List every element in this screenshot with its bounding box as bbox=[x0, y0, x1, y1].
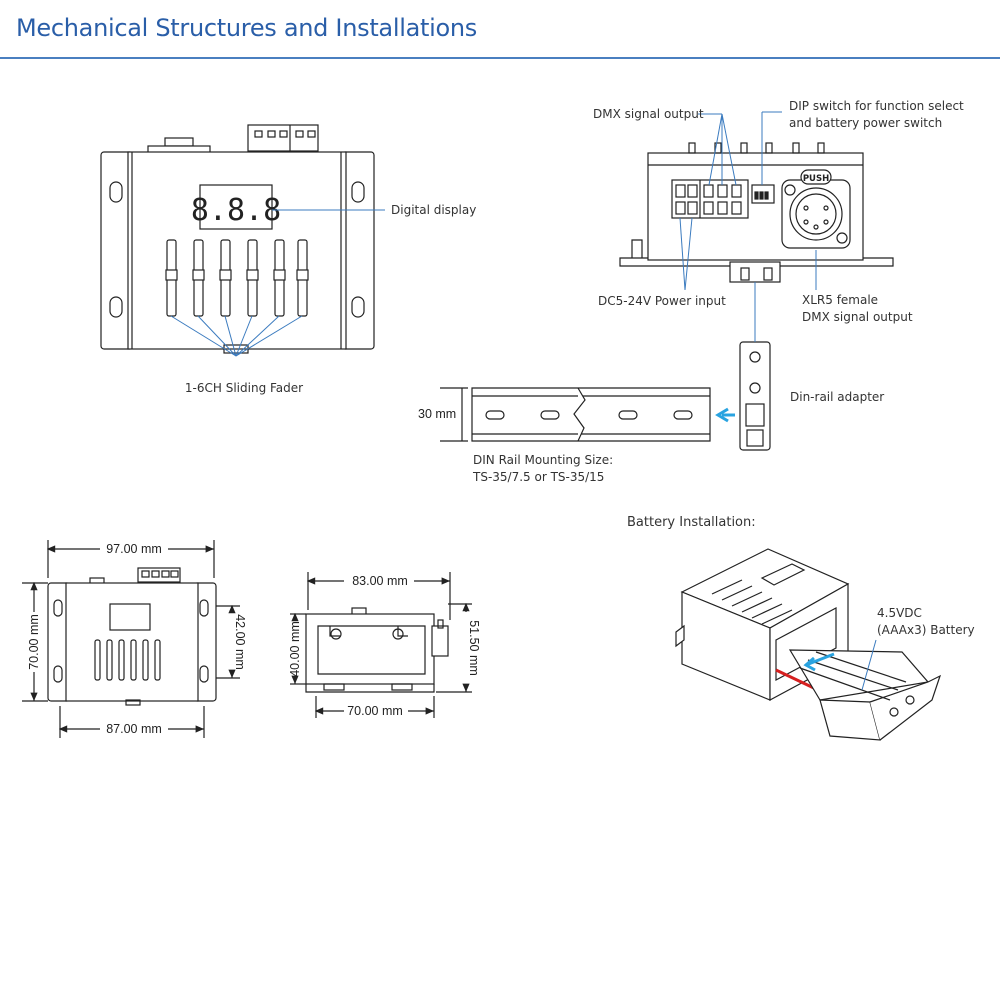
battery-callout-line bbox=[861, 639, 877, 691]
digital-display-label: Digital display bbox=[391, 203, 476, 217]
dip-switch-label-line1: DIP switch for function select bbox=[789, 99, 964, 113]
dip-switch-label-line2: and battery power switch bbox=[789, 116, 942, 130]
front-bottom-width: 87.00 mm bbox=[106, 722, 162, 736]
side-dimension-view bbox=[290, 572, 472, 718]
dmx-output-label: DMX signal output bbox=[593, 107, 704, 121]
rail-size-line1: DIN Rail Mounting Size: bbox=[473, 453, 613, 467]
title-divider bbox=[0, 57, 1000, 59]
insert-arrow-icon bbox=[715, 407, 735, 423]
rail-height-label: 30 mm bbox=[418, 407, 456, 421]
side-callouts bbox=[679, 111, 817, 342]
digital-display-digits: 8.8.8 bbox=[191, 193, 281, 228]
fader-label: 1-6CH Sliding Fader bbox=[185, 381, 303, 395]
page-title: Mechanical Structures and Installations bbox=[16, 14, 477, 42]
din-rail bbox=[440, 387, 711, 442]
xlr5-label-line2: DMX signal output bbox=[802, 310, 913, 324]
front-height: 70.00 mm bbox=[27, 614, 41, 670]
battery-line1: 4.5VDC bbox=[877, 606, 922, 620]
front-view: 8.8.8 bbox=[100, 124, 375, 354]
battery-installation-illustration bbox=[675, 548, 942, 741]
power-input-label: DC5-24V Power input bbox=[598, 294, 726, 308]
din-adapter-label: Din-rail adapter bbox=[790, 390, 884, 404]
front-inner-height: 42.00 mm bbox=[233, 614, 247, 670]
front-callouts bbox=[170, 209, 385, 357]
battery-heading: Battery Installation: bbox=[627, 515, 756, 530]
xlr-push-label: PUSH bbox=[803, 174, 829, 184]
battery-line2: (AAAx3) Battery bbox=[877, 623, 975, 637]
side-view: PUSH bbox=[619, 142, 894, 451]
front-dimension-view bbox=[22, 540, 240, 738]
side-total-height: 51.50 mm bbox=[467, 620, 481, 676]
side-bottom-width: 70.00 mm bbox=[347, 704, 403, 718]
battery-insert-arrow-icon bbox=[803, 652, 835, 672]
side-top-width: 83.00 mm bbox=[352, 574, 408, 588]
rail-size-line2: TS-35/7.5 or TS-35/15 bbox=[472, 470, 604, 484]
xlr5-label-line1: XLR5 female bbox=[802, 293, 878, 307]
front-top-width: 97.00 mm bbox=[106, 542, 162, 556]
side-height: 40.00 mm bbox=[288, 621, 302, 677]
